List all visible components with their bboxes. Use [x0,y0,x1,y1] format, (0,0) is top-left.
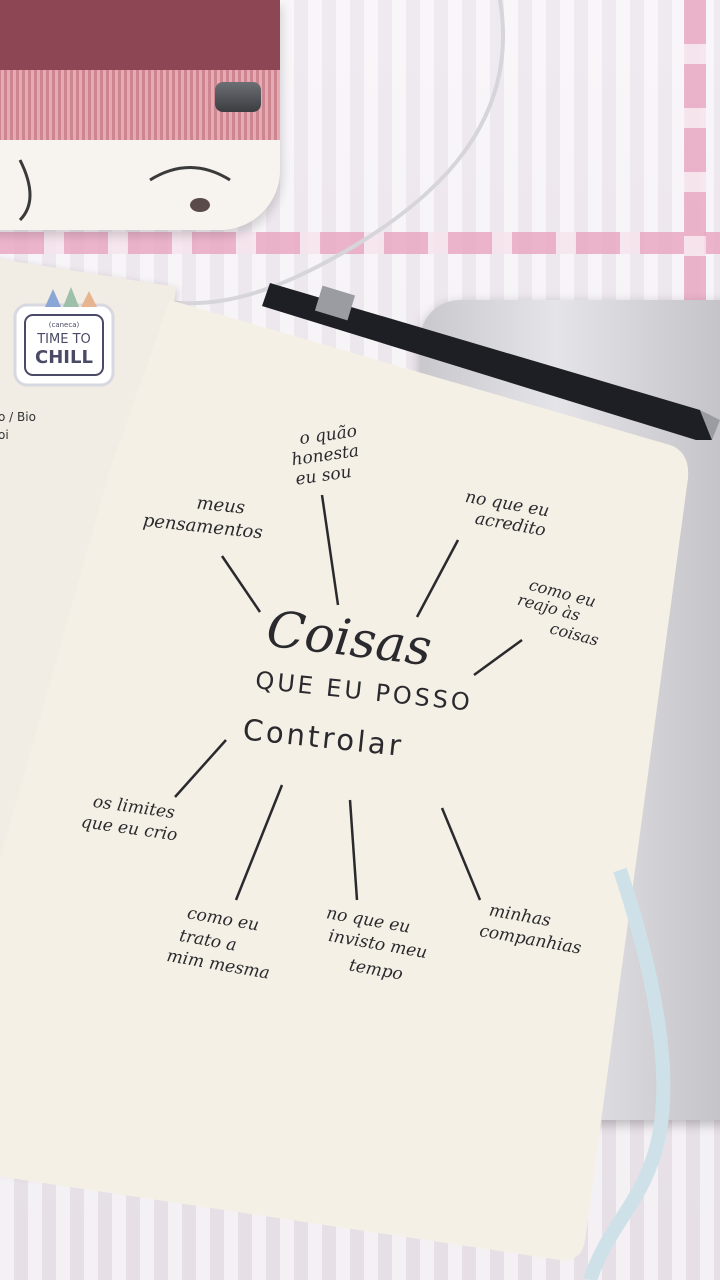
zipper-pull [215,82,261,112]
branch-line [473,638,523,677]
branch-reajo: como eu reajo às coisas [515,575,600,650]
branch-line [415,539,460,618]
mindmap-lines [174,494,523,901]
svg-text:meus: meus [196,493,246,519]
left-page-text-fragment: o / Bio oi [0,410,36,442]
branch-line [320,494,340,606]
svg-text:(caneca): (caneca) [49,321,80,329]
branch-line [234,784,284,901]
branch-line [440,807,482,901]
svg-text:CHILL: CHILL [35,347,93,368]
branch-line [174,739,227,798]
time-to-chill-sticker: (caneca) TIME TO CHILL [13,287,115,387]
pencil-case [0,0,280,230]
branch-line [220,555,262,613]
pen [262,283,720,440]
branch-line [348,799,359,901]
svg-text:TIME TO: TIME TO [36,332,91,347]
